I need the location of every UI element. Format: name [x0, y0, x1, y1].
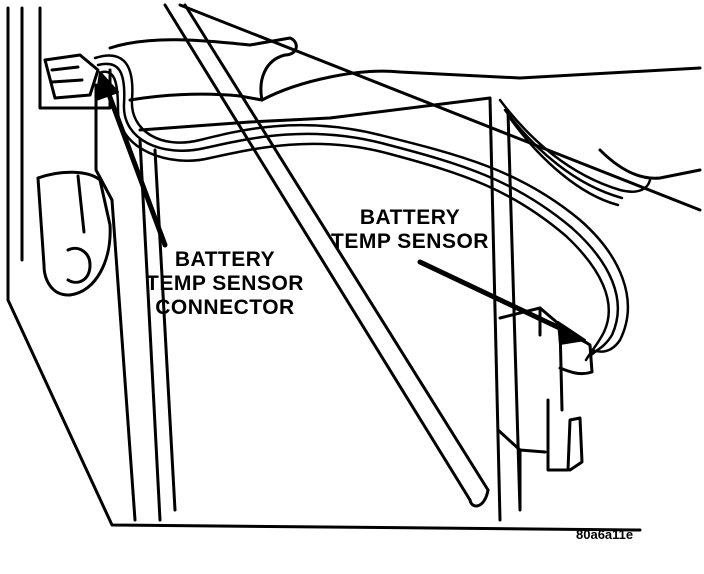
left-bracket [36, 170, 112, 297]
battery-temp-sensor-connector-label: BATTERY TEMP SENSOR CONNECTOR [146, 248, 304, 320]
battery-temp-sensor-label: BATTERY TEMP SENSOR [331, 206, 489, 254]
sensor-label-line-2: TEMP SENSOR [331, 230, 489, 253]
connector-label-line-2: TEMP SENSOR [146, 272, 304, 295]
figure-code: 80a6a11e [576, 527, 634, 542]
sensor-label-line-1: BATTERY [359, 206, 461, 229]
sensor-connector [43, 53, 100, 100]
battery-tray [6, 3, 702, 532]
hold-down-rod [163, 3, 490, 508]
connector-label-line-3: CONNECTOR [155, 296, 295, 319]
connector-label-line-1: BATTERY [174, 248, 276, 271]
braided-harness [498, 98, 652, 207]
battery-body [138, 138, 594, 522]
upper-housing [108, 36, 702, 522]
callout-arrows [95, 71, 586, 345]
